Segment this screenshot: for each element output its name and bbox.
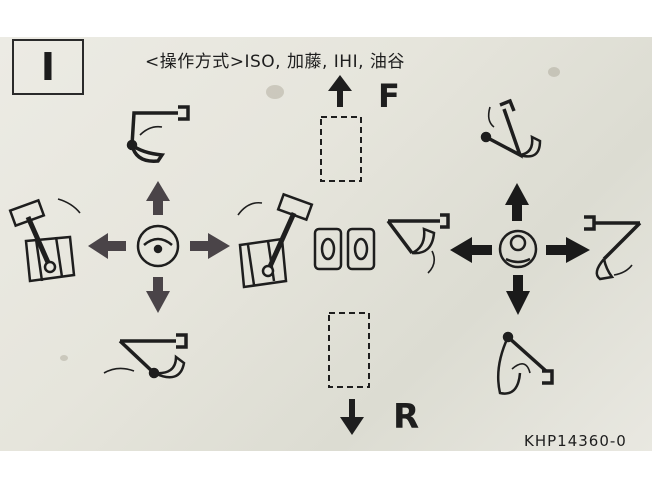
dirt-stain bbox=[60, 355, 68, 361]
operation-pattern-header: <操作方式>ISO, 加藤, IHI, 油谷 bbox=[145, 52, 405, 72]
reverse-arrow-icon bbox=[340, 399, 364, 435]
right-lever-arrows bbox=[450, 183, 590, 315]
reverse-label: R bbox=[393, 397, 420, 437]
swing-left-icon bbox=[8, 198, 81, 283]
dirt-stain bbox=[266, 85, 284, 99]
right-lever-knob-icon bbox=[498, 229, 538, 269]
arm-in-icon bbox=[103, 333, 188, 379]
left-lever-arrows bbox=[88, 181, 230, 313]
reverse-travel-track-icon bbox=[328, 312, 370, 388]
arm-out-icon bbox=[126, 105, 190, 163]
bucket-dump-icon bbox=[584, 215, 642, 281]
control-diagram bbox=[8, 75, 642, 435]
boom-raise-icon bbox=[480, 98, 542, 159]
forward-label: F bbox=[378, 77, 400, 115]
forward-arrow-icon bbox=[328, 75, 352, 107]
mode-indicator-box: I bbox=[12, 39, 84, 95]
control-pattern-placard: I <操作方式>ISO, 加藤, IHI, 油谷 F R KHP14360-0 bbox=[0, 37, 652, 451]
forward-travel-track-icon bbox=[320, 116, 362, 182]
left-lever-knob-icon bbox=[136, 224, 180, 268]
track-pair-icon bbox=[313, 227, 376, 271]
bucket-curl-icon bbox=[386, 213, 450, 274]
boom-lower-icon bbox=[497, 331, 554, 395]
part-number: KHP14360-0 bbox=[524, 432, 627, 450]
swing-right-icon bbox=[237, 192, 314, 289]
dirt-stain bbox=[548, 67, 560, 77]
mode-symbol: I bbox=[40, 45, 56, 89]
